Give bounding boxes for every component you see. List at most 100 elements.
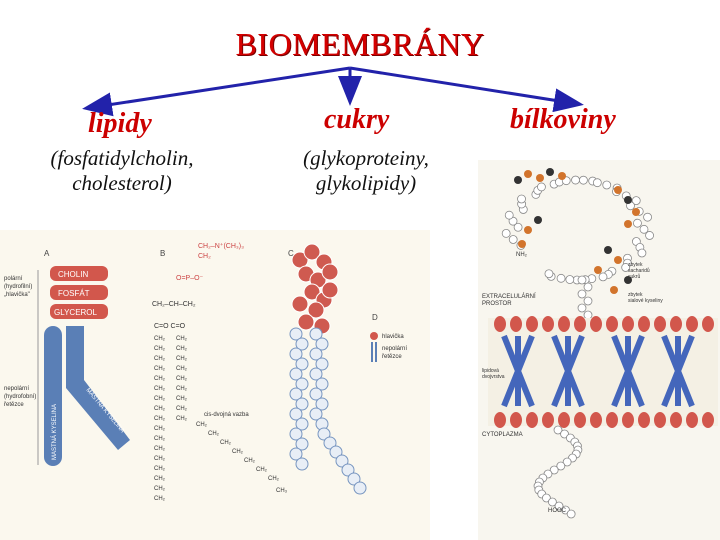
sugar-residue xyxy=(524,170,532,178)
sugar-residue xyxy=(632,208,640,216)
chain-unit: CH₂ xyxy=(154,396,166,402)
chain-unit: CH₂ xyxy=(208,431,220,437)
chain-unit: CH₂ xyxy=(176,346,188,352)
legend-tail-1: nepolární xyxy=(382,346,407,352)
amino-acid xyxy=(584,283,592,291)
lipid-head-bottom xyxy=(510,412,522,428)
chain-unit: CH₂ xyxy=(176,406,188,412)
glycerol-label: GLYCEROL xyxy=(54,308,98,317)
chem-top-1: CH₂–N⁺(CH₃)₃ xyxy=(198,242,244,250)
chain-unit: CH₂ xyxy=(154,366,166,372)
amino-acid xyxy=(567,510,575,518)
lipid-head-top xyxy=(590,316,602,332)
amino-acid xyxy=(566,276,574,284)
sugar-residue xyxy=(514,176,522,184)
chain-unit: CH₂ xyxy=(154,336,166,342)
protein-helix-4-core xyxy=(675,336,681,406)
head-atom xyxy=(322,282,338,298)
lipidy-example-2: cholesterol) xyxy=(22,171,222,196)
amino-acid xyxy=(579,176,587,184)
lipid-head-bottom xyxy=(670,412,682,428)
arrow-to-lipidy xyxy=(88,68,350,108)
sugar-residue xyxy=(524,226,532,234)
panel-label-a: A xyxy=(44,249,50,258)
amino-acid xyxy=(599,273,607,281)
sugar-residue xyxy=(624,220,632,228)
lipid-head-top xyxy=(574,316,586,332)
chain-unit: CH₂ xyxy=(176,386,188,392)
arrow-to-bilkoviny xyxy=(350,68,578,104)
legend-head: hlavička xyxy=(382,334,404,340)
branch-cukry: cukry xyxy=(324,104,389,136)
chain-unit: CH₂ xyxy=(220,440,232,446)
panel-label-d: D xyxy=(372,313,378,322)
amino-acid xyxy=(578,304,586,312)
amino-acid xyxy=(545,270,553,278)
protein-helix-2-core xyxy=(565,336,571,406)
chain-unit: CH₂ xyxy=(154,456,166,462)
lipid-head-top xyxy=(638,316,650,332)
chain-unit: CH₂ xyxy=(154,426,166,432)
amino-acid xyxy=(584,311,592,319)
chem-top-2: CH₂ xyxy=(198,253,211,260)
chain-unit: CH₂ xyxy=(154,476,166,482)
lipid-head-bottom xyxy=(686,412,698,428)
cukry-examples: (glykoproteiny, glykolipidy) xyxy=(276,146,456,196)
amino-acid xyxy=(593,179,601,187)
legend-tail-2: řetězce xyxy=(382,354,402,360)
amino-acid xyxy=(509,236,517,244)
head-atom xyxy=(322,264,338,280)
chain-left: CH₂CH₂CH₂CH₂CH₂CH₂CH₂CH₂CH₂CH₂CH₂CH₂CH₂C… xyxy=(154,336,166,502)
lipid-head-bottom xyxy=(526,412,538,428)
cholin-label: CHOLIN xyxy=(58,270,88,279)
chain-unit: CH₂ xyxy=(154,416,166,422)
membrane-protein-figure: NH₂ EXTRACELULÁRNÍ PROSTOR zbytek sachar… xyxy=(478,160,720,540)
hooc-label: HOOC xyxy=(548,508,567,514)
chain-unit: CH₂ xyxy=(176,376,188,382)
chain-unit: CH₂ xyxy=(176,396,188,402)
branch-bilkoviny: bílkoviny xyxy=(510,104,616,136)
sugar-residue xyxy=(614,256,622,264)
lipid-head-bottom xyxy=(494,412,506,428)
lipid-head-top xyxy=(494,316,506,332)
sugar-residue xyxy=(610,286,618,294)
lipid-head-bottom xyxy=(590,412,602,428)
head-atom xyxy=(292,296,308,312)
chain-unit: CH₂ xyxy=(244,458,256,464)
lipid-bilayer xyxy=(488,316,718,428)
chain-unit: CH₂ xyxy=(176,356,188,362)
tail-atom xyxy=(354,482,366,494)
sugar-residue xyxy=(558,172,566,180)
amino-acid xyxy=(502,229,510,237)
amino-acid xyxy=(578,290,586,298)
lipid-head-top xyxy=(686,316,698,332)
chain-unit: CH₂ xyxy=(154,386,166,392)
sugar-residue xyxy=(604,246,612,254)
lipid-head-top xyxy=(510,316,522,332)
chain-unit: CH₂ xyxy=(176,416,188,422)
cytoplasm-label: CYTOPLAZMA xyxy=(482,432,523,438)
lipid-head-top xyxy=(558,316,570,332)
nh2-label: NH₂ xyxy=(516,252,528,258)
protein-helix-1-core xyxy=(515,336,521,406)
amino-acid xyxy=(572,176,580,184)
chain-unit: CH₂ xyxy=(154,376,166,382)
lipidy-example-1: (fosfatidylcholin, xyxy=(22,146,222,171)
tail-atom xyxy=(296,458,308,470)
chain-unit: CH₂ xyxy=(154,446,166,452)
chain-unit: CH₂ xyxy=(154,346,166,352)
chain-unit: CH₂ xyxy=(268,476,280,482)
sugar-residue xyxy=(624,196,632,204)
chem-carbonyl: C=O C=O xyxy=(154,323,186,330)
sugar-residue xyxy=(536,174,544,182)
amino-acid xyxy=(537,183,545,191)
head-atom xyxy=(298,314,314,330)
chain-unit: CH₂ xyxy=(154,356,166,362)
amino-acid xyxy=(584,297,592,305)
lipid-head-bottom xyxy=(606,412,618,428)
cukry-example-2: glykolipidy) xyxy=(276,171,456,196)
lipid-head-bottom xyxy=(542,412,554,428)
lipid-head-top xyxy=(542,316,554,332)
lipid-structure-figure: A B C D polární (hydrofilní) „hlavička" … xyxy=(0,230,430,540)
lipid-head-top xyxy=(606,316,618,332)
